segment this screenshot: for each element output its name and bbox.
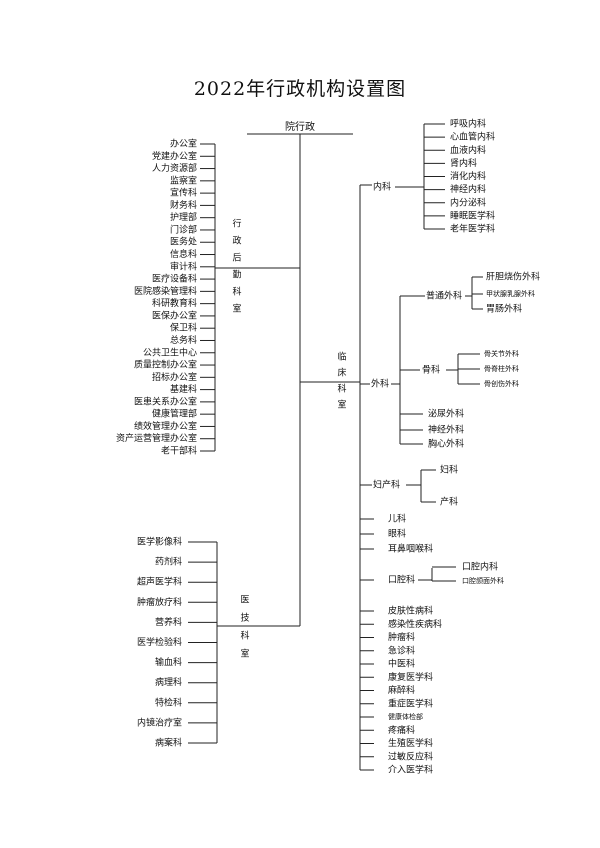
tech-group-label: 室: [240, 648, 249, 660]
clinical-dept-label: 中医科: [388, 658, 415, 670]
general-surgery-dept-label: 甲状腺乳腺外科: [486, 289, 535, 298]
stomatology-dept-label: 口腔内科: [462, 561, 498, 573]
admin-dept-label: 资产运营管理办公室: [116, 432, 197, 444]
admin-dept-label: 办公室: [170, 138, 197, 150]
clinical-dept-label: 皮肤性病科: [388, 605, 433, 617]
clinical-group-label: 床: [337, 367, 346, 379]
stomatology-dept-label: 口腔颌面外科: [462, 576, 504, 585]
surgery-dept-label: 胸心外科: [428, 438, 464, 450]
clinical-dept-label: 感染性疾病科: [388, 618, 442, 630]
clinical-dept-label: 康复医学科: [388, 671, 433, 683]
admin-dept-label: 公共卫生中心: [143, 346, 197, 358]
root-node: 院行政: [285, 120, 315, 133]
admin-group-label: 科: [232, 286, 241, 298]
clinical-dept-label: 眼科: [388, 528, 406, 540]
admin-dept-label: 总务科: [170, 334, 197, 346]
internal-dept-label: 肾内科: [450, 157, 477, 169]
internal-dept-label: 内分泌科: [450, 196, 486, 208]
clinical-dept-label: 儿科: [388, 513, 406, 525]
internal-dept-label: 血液内科: [450, 144, 486, 156]
surgery-label: 外科: [371, 378, 389, 390]
admin-dept-label: 审计科: [170, 260, 197, 272]
admin-dept-label: 招标办公室: [152, 371, 197, 383]
admin-dept-label: 医保办公室: [152, 309, 197, 321]
internal-dept-label: 消化内科: [450, 170, 486, 182]
clinical-group-label: 临: [337, 351, 346, 363]
admin-dept-label: 护理部: [170, 211, 197, 223]
clinical-group-label: 室: [337, 399, 346, 411]
general-surgery-dept-label: 肝胆烧伤外科: [486, 271, 540, 283]
tech-dept-label: 内镜治疗室: [137, 716, 182, 728]
internal-dept-label: 呼吸内科: [450, 118, 486, 130]
admin-dept-label: 基建科: [170, 383, 197, 395]
general-surgery-dept-label: 胃肠外科: [486, 303, 522, 315]
clinical-dept-label: 疼痛科: [388, 724, 415, 736]
tech-dept-label: 药剂科: [155, 556, 182, 568]
clinical-dept-label: 过敏反应科: [388, 750, 433, 762]
admin-dept-label: 绩效管理办公室: [134, 420, 197, 432]
surgery-dept-label: 泌尿外科: [428, 408, 464, 420]
admin-group-label: 行: [232, 218, 241, 230]
ortho-dept-label: 骨创伤外科: [484, 379, 519, 388]
clinical-dept-label: 健康体检部: [388, 712, 423, 721]
clinical-dept-label: 肿瘤科: [388, 631, 415, 643]
admin-dept-label: 财务科: [170, 199, 197, 211]
tech-dept-label: 病理科: [155, 676, 182, 688]
admin-dept-label: 保卫科: [170, 322, 197, 334]
surgery-dept-label: 神经外科: [428, 424, 464, 436]
ortho-label: 骨科: [422, 364, 440, 376]
tech-group-label: 技: [240, 612, 249, 624]
ortho-dept-label: 骨脊柱外科: [484, 364, 519, 373]
admin-group-label: 勤: [232, 269, 241, 281]
admin-dept-label: 党建办公室: [152, 150, 197, 162]
admin-group-label: 后: [232, 253, 241, 264]
admin-dept-label: 医务处: [170, 236, 197, 248]
admin-dept-label: 监察室: [170, 174, 197, 186]
tech-dept-label: 营养科: [155, 616, 182, 628]
general-surgery-label: 普通外科: [426, 290, 462, 302]
ortho-dept-label: 骨关节外科: [484, 349, 519, 358]
tech-dept-label: 特检科: [155, 696, 182, 708]
admin-dept-label: 医疗设备科: [152, 273, 197, 285]
tech-group-label: 科: [240, 630, 249, 642]
admin-dept-label: 科研教育科: [152, 297, 197, 309]
internal-dept-label: 心血管内科: [450, 131, 495, 143]
admin-group-label: 政: [232, 235, 241, 247]
admin-dept-label: 医院感染管理科: [134, 285, 197, 297]
clinical-dept-label: 介入医学科: [388, 764, 433, 776]
clinical-group-label: 科: [337, 383, 346, 395]
admin-dept-label: 信息科: [170, 248, 197, 260]
admin-group-label: 室: [232, 303, 241, 315]
tech-dept-label: 超声医学科: [137, 576, 182, 588]
clinical-dept-label: 急诊科: [388, 644, 415, 656]
tech-dept-label: 医学检验科: [137, 636, 182, 648]
obgyn-dept-label: 产科: [440, 496, 458, 508]
tech-group-label: 医: [240, 595, 249, 606]
stomatology-label: 口腔科: [388, 574, 415, 586]
admin-dept-label: 宣传科: [170, 187, 197, 199]
admin-dept-label: 老干部科: [161, 445, 197, 457]
internal-medicine-label: 内科: [373, 181, 391, 193]
admin-dept-label: 门诊部: [170, 223, 197, 235]
obgyn-dept-label: 妇科: [440, 464, 458, 476]
internal-dept-label: 神经内科: [450, 183, 486, 195]
internal-dept-label: 老年医学科: [450, 223, 495, 235]
clinical-dept-label: 生殖医学科: [388, 737, 433, 749]
internal-dept-label: 睡眠医学科: [450, 209, 495, 221]
admin-dept-label: 人力资源部: [152, 162, 197, 174]
admin-dept-label: 质量控制办公室: [134, 359, 197, 371]
clinical-dept-label: 麻醉科: [388, 684, 415, 696]
clinical-dept-label: 重症医学科: [388, 697, 433, 709]
tech-dept-label: 病案科: [155, 737, 182, 749]
clinical-dept-label: 耳鼻咽喉科: [388, 543, 433, 555]
admin-dept-label: 健康管理部: [152, 408, 197, 420]
tech-dept-label: 输血科: [155, 656, 182, 668]
obgyn-label: 妇产科: [373, 479, 400, 491]
tech-dept-label: 肿瘤放疗科: [137, 596, 182, 608]
page-title: 2022年行政机构设置图: [193, 78, 407, 100]
admin-dept-label: 医患关系办公室: [134, 395, 197, 407]
tech-dept-label: 医学影像科: [137, 536, 182, 548]
